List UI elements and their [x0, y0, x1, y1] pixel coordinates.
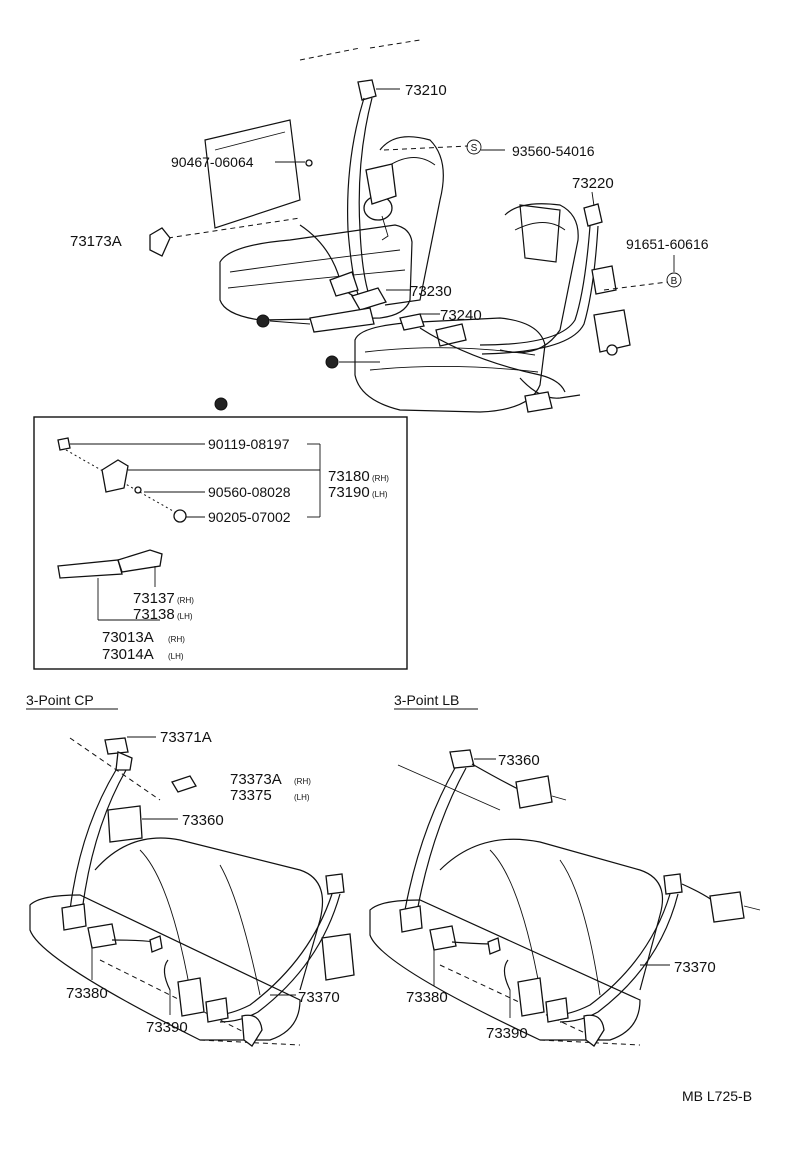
label-73137: 73137: [133, 590, 175, 607]
label-90560-08028: 90560-08028: [208, 484, 291, 500]
label-73210: 73210: [405, 82, 447, 99]
label-73240: 73240: [440, 307, 482, 324]
cover-73173A: [149, 227, 171, 257]
label-cp-73360: 73360: [182, 812, 224, 829]
label-73230: 73230: [410, 283, 452, 300]
rear-seat-cp-illustration: [29, 736, 355, 1047]
inset-panel: [33, 416, 408, 670]
label-73013A-side: (RH): [168, 635, 185, 644]
label-73373A: 73373A: [230, 771, 282, 788]
label-73373A-side: (RH): [294, 777, 311, 786]
label-90205-07002: 90205-07002: [208, 509, 291, 525]
label-73138-side: (LH): [177, 612, 193, 621]
label-73220: 73220: [572, 175, 614, 192]
label-73173A: 73173A: [70, 233, 122, 250]
label-90467-06064: 90467-06064: [171, 154, 254, 170]
label-73375: 73375: [230, 787, 272, 804]
front-seatbelt-illustration: S B: [167, 39, 682, 413]
label-73013A: 73013A: [102, 629, 154, 646]
label-lb-73370: 73370: [674, 959, 716, 976]
label-73375-side: (LH): [294, 793, 310, 802]
label-lb-73360: 73360: [498, 752, 540, 769]
label-73190-side: (LH): [372, 490, 388, 499]
label-lb-73380: 73380: [406, 989, 448, 1006]
b-symbol: B: [671, 276, 678, 287]
rear-seat-lb-illustration: [369, 749, 761, 1047]
label-lb-73390: 73390: [486, 1025, 528, 1042]
s-symbol: S: [471, 143, 478, 154]
label-90119-08197: 90119-08197: [208, 436, 290, 452]
diagram-code: MB L725-B: [682, 1088, 752, 1104]
label-cp-73370: 73370: [298, 989, 340, 1006]
label-73137-side: (RH): [177, 596, 194, 605]
heading-3-point-lb: 3-Point LB: [394, 692, 459, 708]
label-73371A: 73371A: [160, 729, 212, 746]
label-cp-73390: 73390: [146, 1019, 188, 1036]
label-93560-54016: 93560-54016: [512, 143, 595, 159]
heading-3-point-cp: 3-Point CP: [26, 692, 94, 708]
label-cp-73380: 73380: [66, 985, 108, 1002]
label-91651-60616: 91651-60616: [626, 236, 709, 252]
label-73180-side: (RH): [372, 474, 389, 483]
label-73014A-side: (LH): [168, 652, 184, 661]
label-73138: 73138: [133, 606, 175, 623]
label-73014A: 73014A: [102, 646, 154, 663]
label-73180: 73180: [328, 468, 370, 485]
label-73190: 73190: [328, 484, 370, 501]
